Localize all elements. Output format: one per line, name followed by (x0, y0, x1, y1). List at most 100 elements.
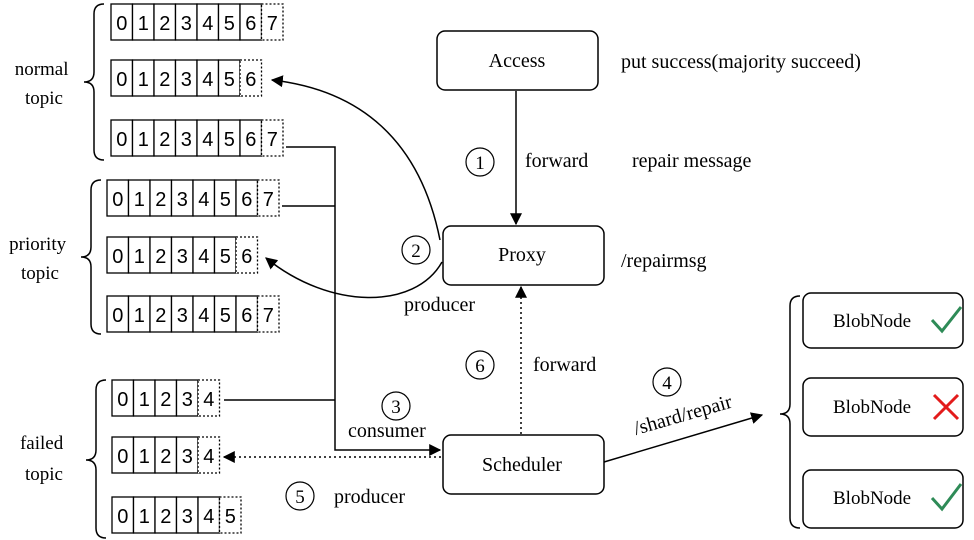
queue-cell-number: 4 (202, 69, 213, 91)
group-label-normal: normal topic (15, 59, 74, 109)
access-label: Access (489, 50, 546, 72)
queue-cell-number: 2 (155, 305, 166, 327)
queue-cell-number: 5 (220, 189, 231, 211)
queue-cell-number: 2 (159, 13, 170, 35)
group-label-priority-line2: topic (21, 263, 59, 284)
queue-cell-number: 1 (134, 305, 145, 327)
queue-cell-number: 0 (116, 13, 127, 35)
queue-cell-number: 0 (112, 305, 123, 327)
step-6-number: 6 (475, 356, 485, 377)
arrow-scheduler-to-blobnodes (603, 412, 764, 463)
step-2-number: 2 (411, 241, 421, 262)
group-label-failed-line1: failed (20, 433, 64, 454)
queue-cell-number: 7 (263, 189, 274, 211)
queue-cell-number: 0 (116, 69, 127, 91)
queue-cell-number: 4 (198, 246, 209, 268)
queue-cell-number: 6 (241, 246, 252, 268)
queue-cell-number: 1 (138, 129, 149, 151)
brace-priority (80, 179, 102, 335)
queue-cell-number: 2 (155, 246, 166, 268)
step-4: 4 (652, 367, 682, 397)
proxy-label: Proxy (498, 244, 546, 266)
queue-cell-number: 1 (138, 69, 149, 91)
queue-cell-number: 0 (112, 246, 123, 268)
queue-cell-number: 3 (182, 506, 193, 528)
queue-cell-number: 5 (224, 69, 235, 91)
queue-cell-number: 4 (203, 506, 214, 528)
queue-cell-number: 5 (224, 129, 235, 151)
queue-cell-number: 6 (245, 129, 256, 151)
step-1: 1 (465, 147, 495, 177)
queue-cell-number: 1 (139, 389, 150, 411)
queue-cell-number: 0 (117, 389, 128, 411)
put-success-label: put success(majority succeed) (621, 51, 861, 73)
queue-cell-number: 3 (182, 446, 193, 468)
queue-cell-pending (235, 236, 259, 274)
queue-cell-number: 0 (117, 506, 128, 528)
queue-cell-number: 4 (203, 446, 214, 468)
queue-cell-number: 7 (267, 129, 278, 151)
queue-cell-number: 2 (160, 389, 171, 411)
group-label-normal-line2: topic (25, 88, 63, 109)
queue-cell-number: 1 (139, 446, 150, 468)
group-label-failed-line2: topic (25, 464, 63, 485)
queue-cell-pending (218, 496, 242, 534)
repairmsg-label: /repairmsg (621, 250, 707, 272)
queue-cell-number: 6 (241, 305, 252, 327)
shard-repair-label: /shard/repair (631, 391, 735, 440)
producer-label-proxy: producer (404, 294, 475, 316)
forward-label-1: forward (525, 150, 588, 172)
queue-cell-number: 4 (202, 13, 213, 35)
queue-cell-pending (197, 379, 221, 417)
queue-cell-number: 4 (198, 305, 209, 327)
queue-cell-number: 1 (139, 506, 150, 528)
queue-cell-pending (256, 295, 280, 333)
scheduler-label: Scheduler (482, 454, 562, 476)
blobnode-box-1 (802, 292, 964, 349)
queue-cell-number: 6 (245, 69, 256, 91)
queue-cell-number: 6 (245, 13, 256, 35)
queue-cell-number: 3 (177, 189, 188, 211)
queue-cell-number: 5 (224, 13, 235, 35)
blobnode-box-3 (802, 469, 964, 529)
consumer-label: consumer (348, 420, 426, 442)
queue-cell-number: 7 (263, 305, 274, 327)
queue-cell-number: 5 (220, 246, 231, 268)
queue-cell-number: 4 (203, 389, 214, 411)
queue-cell-pending (239, 59, 263, 97)
queue-cell-pending (197, 436, 221, 474)
queue-cell-number: 4 (202, 129, 213, 151)
queue-cell-number: 2 (160, 446, 171, 468)
queue-cell-number: 2 (160, 506, 171, 528)
producer-label-scheduler: producer (334, 486, 405, 508)
step-2: 2 (401, 235, 431, 265)
consumer-line-normal (286, 146, 442, 456)
access-box (436, 30, 599, 91)
queue-cell-number: 0 (117, 446, 128, 468)
queue-cell-number: 3 (181, 13, 192, 35)
brace-blobnodes (779, 295, 801, 529)
repair-message-label: repair message (632, 150, 752, 172)
queue-cell-number: 3 (177, 246, 188, 268)
queue-cell-number: 3 (177, 305, 188, 327)
queue-cell-number: 5 (220, 305, 231, 327)
queue-cell-number: 3 (182, 389, 193, 411)
step-5-number: 5 (295, 487, 305, 508)
queue-cell-number: 3 (181, 69, 192, 91)
arrow-proxy-to-normal (270, 75, 441, 241)
step-3: 3 (381, 391, 411, 421)
step-3-number: 3 (391, 397, 401, 418)
blobnode-box-2 (802, 377, 964, 437)
